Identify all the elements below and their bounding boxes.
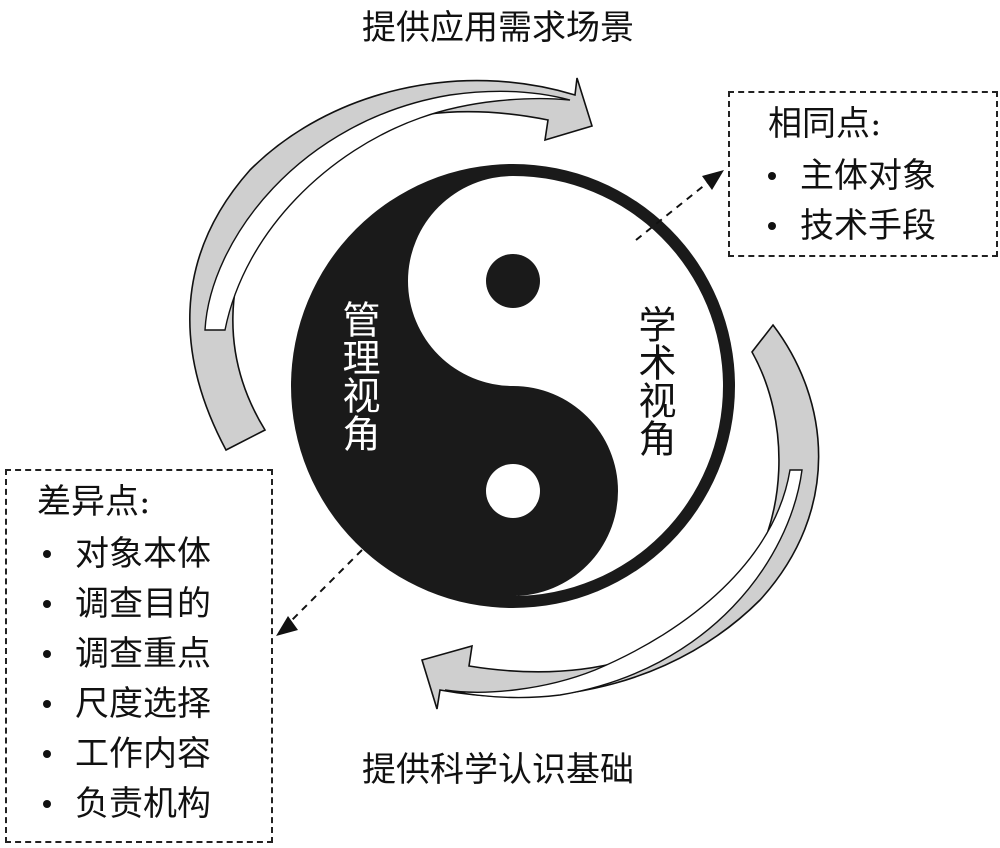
bottom-arrow-ribbon [444,469,803,699]
list-item-text: 尺度选择 [75,684,211,724]
list-item-text: 对象本体 [75,534,211,574]
list-item: 技术手段 [768,201,996,251]
bullet-icon [768,222,776,230]
list-item-text: 调查重点 [75,634,211,674]
bottom-caption: 提供科学认识基础 [362,750,634,790]
bullet-icon [43,750,51,758]
differences-list: 对象本体 调查目的 调查重点 尺度选择 工作内容 负责机构 [37,529,271,829]
list-item-text: 工作内容 [75,734,211,774]
yin-dot-in-yang [486,464,540,518]
yin-yang-symbol [291,164,735,608]
dashed-arrow-to-differences [283,549,363,629]
list-item: 负责机构 [37,779,271,829]
list-item: 调查重点 [37,629,271,679]
list-item-text: 主体对象 [800,156,936,196]
bullet-icon [768,172,776,180]
list-item-text: 调查目的 [75,584,211,624]
list-item: 调查目的 [37,579,271,629]
list-item: 主体对象 [768,151,996,201]
differences-box: 差异点: 对象本体 调查目的 调查重点 尺度选择 工作内容 负责机构 [5,469,273,843]
management-perspective-label: 管理视角 [336,300,380,452]
similarities-title: 相同点: [768,104,882,144]
similarities-box: 相同点: 主体对象 技术手段 [728,91,998,257]
academic-perspective-label: 学术视角 [632,305,676,457]
list-item: 对象本体 [37,529,271,579]
top-arrow-ribbon [204,90,571,331]
list-item-text: 负责机构 [75,784,211,824]
dashed-arrow-to-similarities [635,175,717,241]
bullet-icon [43,650,51,658]
list-item: 工作内容 [37,729,271,779]
bullet-icon [43,600,51,608]
list-item-text: 技术手段 [800,206,936,246]
similarities-arrowhead [702,170,724,190]
bullet-icon [43,800,51,808]
bullet-icon [43,550,51,558]
similarities-list: 主体对象 技术手段 [768,151,996,251]
yang-dot-in-yin [486,254,540,308]
differences-title: 差异点: [37,482,151,522]
top-caption: 提供应用需求场景 [362,8,634,48]
bullet-icon [43,700,51,708]
differences-arrowhead [276,616,298,636]
list-item: 尺度选择 [37,679,271,729]
